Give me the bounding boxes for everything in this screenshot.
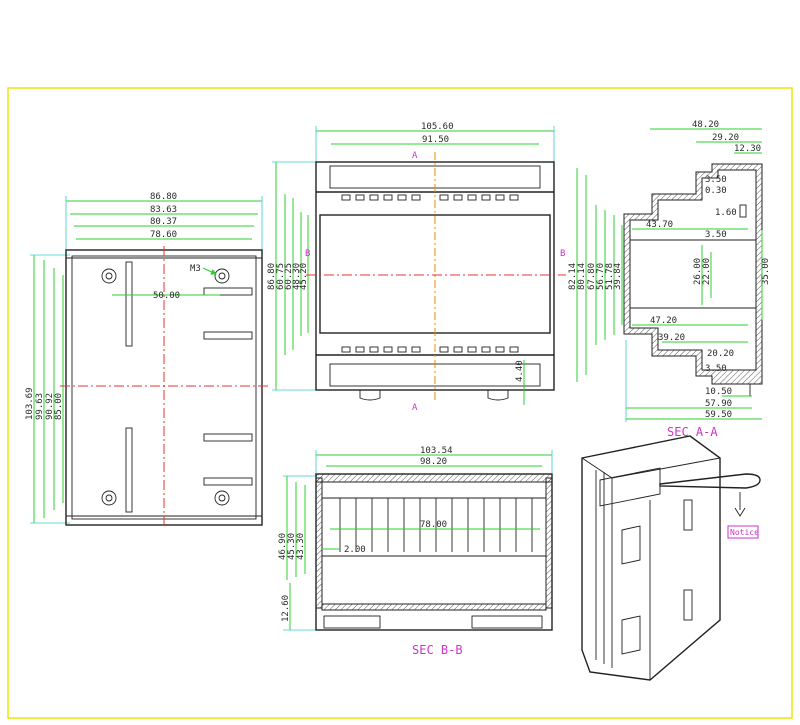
bb-inner-dim: 78.00 <box>420 520 447 530</box>
bb-base-dim: 12.60 <box>281 595 291 622</box>
bb-width-dim-1: 103.54 <box>420 446 453 456</box>
aa-right-dim-1: 3.50 <box>705 175 727 185</box>
bb-height-dim-2: 45.30 <box>287 533 297 560</box>
left-width-dim-4: 78.60 <box>150 230 177 240</box>
bb-small-dim: 2.00 <box>344 545 366 555</box>
front-side-mark-left: B <box>305 249 310 259</box>
aa-bottom-dim-2: 57.90 <box>705 399 732 409</box>
aa-right-dim-8: 20.20 <box>707 349 734 359</box>
aa-right-dim-6: 47.20 <box>650 316 677 326</box>
section-bb: 103.54 98.20 46.90 45.30 43.30 12.60 78.… <box>278 446 553 657</box>
aa-height-dim-4: 56.70 <box>596 263 606 290</box>
front-section-mark-top: A <box>412 151 418 161</box>
front-width-dim-2: 91.50 <box>422 135 449 145</box>
left-height-dim-2: 99.63 <box>35 393 45 420</box>
aa-inner-dim-3: 35.00 <box>761 258 771 285</box>
aa-height-dim-5: 51.78 <box>605 263 615 290</box>
front-height-dim-2: 60.75 <box>276 263 286 290</box>
notice-label: Notice <box>730 528 759 537</box>
left-height-dim-4: 85.00 <box>54 393 64 420</box>
aa-bottom-dim-3: 59.50 <box>705 410 732 420</box>
front-side-mark-right: B <box>560 249 565 259</box>
aa-bottom-dim-1: 10.50 <box>705 387 732 397</box>
front-view: 105.60 91.50 86.80 60.75 60.25 48.30 45.… <box>267 122 566 413</box>
aa-right-dim-9: 3.50 <box>705 364 727 374</box>
front-small-dim: 4.40 <box>515 360 525 382</box>
notice-box <box>727 525 759 539</box>
aa-inner-dim-1: 26.00 <box>693 258 703 285</box>
front-height-dim-1: 86.80 <box>267 263 277 290</box>
drawing-border <box>7 87 793 719</box>
front-height-dim-3: 60.25 <box>284 263 294 290</box>
front-section-mark-bottom: A <box>412 403 418 413</box>
aa-inner-dim-2: 22.00 <box>702 258 712 285</box>
bb-width-dim-2: 98.20 <box>420 457 447 467</box>
left-view: 86.80 83.63 80.37 78.60 103.69 99.63 90.… <box>25 192 268 528</box>
aa-top-dim-3: 12.30 <box>734 144 761 154</box>
left-width-dim-3: 80.37 <box>150 217 177 227</box>
section-aa: 48.20 29.20 12.30 82.14 80.14 67.80 56.7… <box>568 120 771 439</box>
left-width-dim-1: 86.80 <box>150 192 177 202</box>
front-height-dim-4: 48.30 <box>292 263 302 290</box>
aa-right-dim-3: 1.60 <box>715 208 737 218</box>
screw-label: M3 <box>190 264 201 274</box>
aa-right-dim-4: 3.50 <box>705 230 727 240</box>
section-bb-title: SEC B-B <box>412 643 463 657</box>
left-height-dim-1: 103.69 <box>25 387 35 420</box>
front-width-dim-1: 105.60 <box>421 122 454 132</box>
aa-height-dim-2: 80.14 <box>577 263 587 290</box>
aa-height-dim-3: 67.80 <box>587 263 597 290</box>
aa-top-dim-2: 29.20 <box>712 133 739 143</box>
bb-height-dim-3: 43.30 <box>296 533 306 560</box>
aa-top-dim-1: 48.20 <box>692 120 719 130</box>
left-height-dim-3: 90.92 <box>45 393 55 420</box>
aa-right-dim-7: 39.20 <box>658 333 685 343</box>
hole-spacing-label: 50.00 <box>153 291 180 301</box>
aa-right-dim-2: 0.30 <box>705 186 727 196</box>
section-aa-title: SEC A-A <box>667 425 718 439</box>
aa-height-dim-6: 39.84 <box>613 263 623 290</box>
aa-right-dim-5: 43.70 <box>646 220 673 230</box>
bb-height-dim-1: 46.90 <box>278 533 288 560</box>
front-height-dim-5: 45.20 <box>299 263 309 290</box>
left-width-dim-2: 83.63 <box>150 205 177 215</box>
isometric-view: Notice <box>581 435 761 681</box>
aa-height-dim-1: 82.14 <box>568 263 578 290</box>
